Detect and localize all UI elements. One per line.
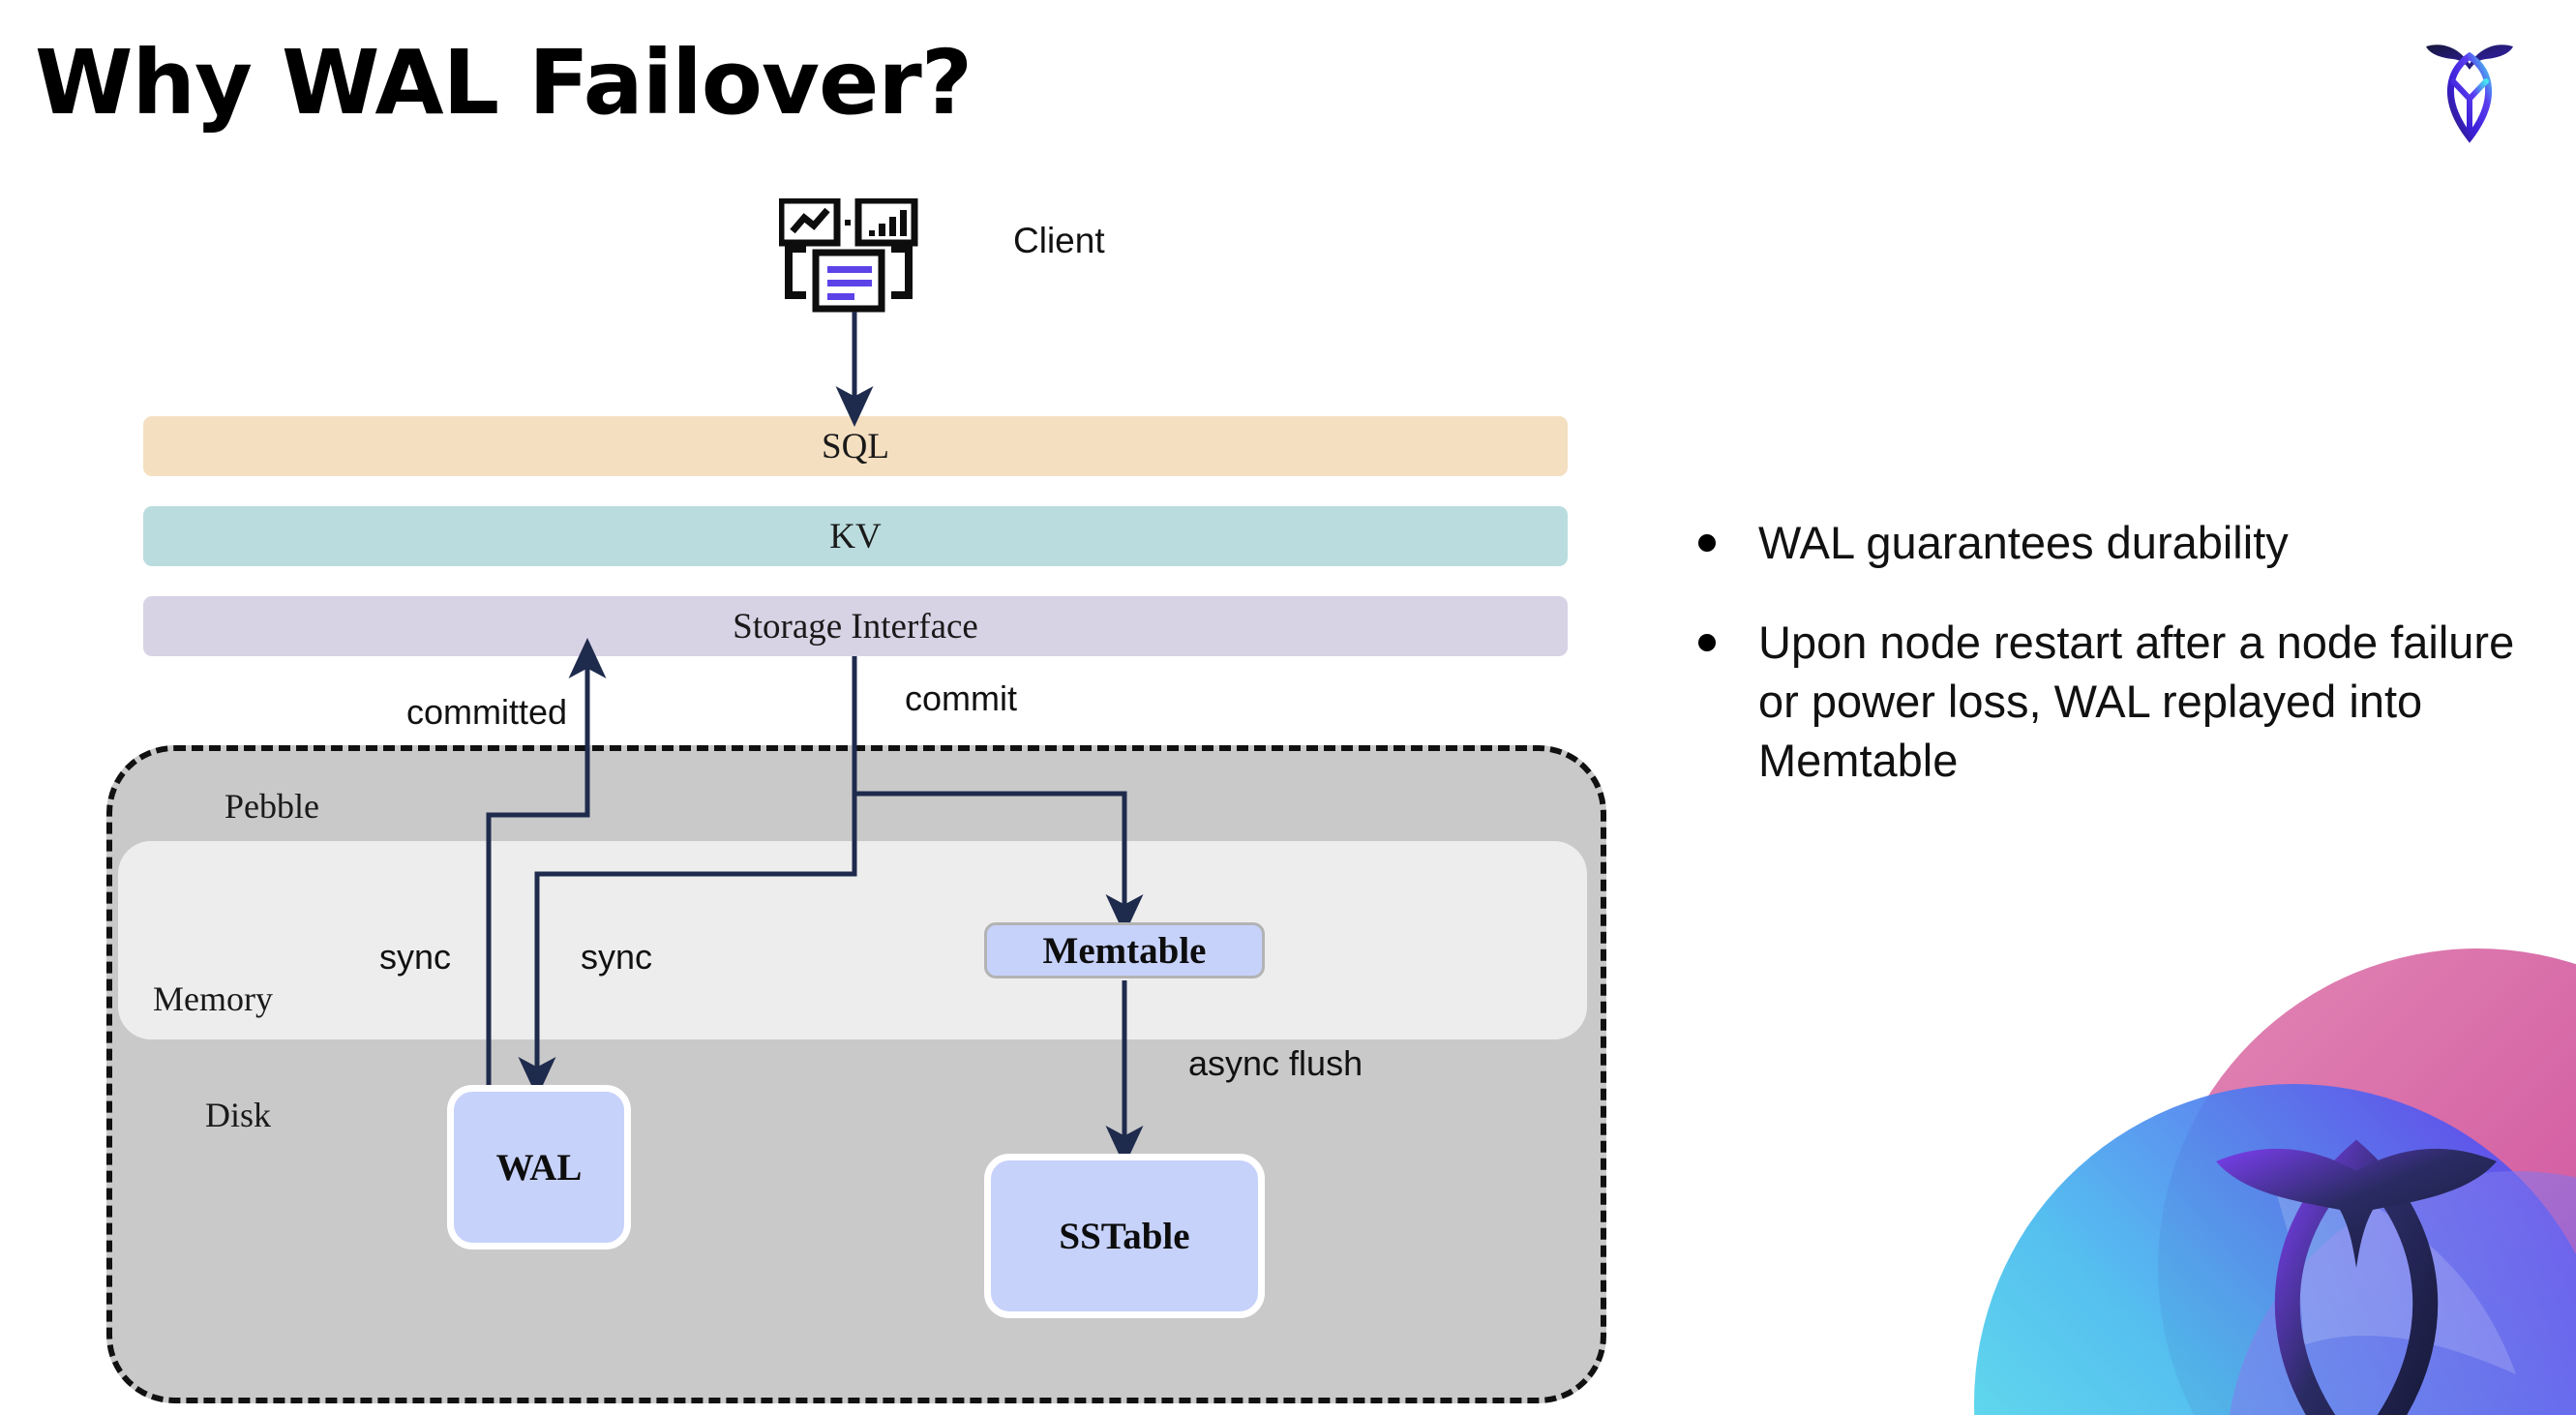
page-title: Why WAL Failover? [35,31,973,135]
client-monitoring-icon [777,196,929,315]
bullet-list: WAL guarantees durability Upon node rest… [1698,513,2550,830]
bullet-dot-icon [1698,634,1716,652]
edge-label-sync-1: sync [379,937,452,977]
list-item: WAL guarantees durability [1698,513,2550,572]
disk-label: Disk [205,1096,272,1134]
layer-bar-kv: KV [143,506,1568,566]
bullet-text: WAL guarantees durability [1758,517,2289,568]
layer-label-sql: SQL [822,426,889,467]
edge-label-async-flush: async flush [1188,1043,1363,1083]
memory-label: Memory [153,979,273,1018]
node-label-sstable: SSTable [1059,1215,1190,1257]
pebble-label: Pebble [225,787,319,826]
cockroachdb-logo [2416,29,2523,145]
node-label-wal: WAL [495,1146,583,1189]
node-sstable: SSTable [984,1154,1265,1318]
edge-label-sync-2: sync [581,937,653,977]
layer-bar-storage-interface: Storage Interface [143,596,1568,656]
edge-label-committed: committed [406,692,568,732]
bullet-text: Upon node restart after a node failure o… [1758,617,2515,787]
node-wal: WAL [447,1085,631,1249]
list-item: Upon node restart after a node failure o… [1698,613,2550,790]
layer-label-storage: Storage Interface [733,606,978,647]
edge-label-commit: commit [905,678,1017,718]
layer-label-kv: KV [829,516,882,557]
architecture-diagram: Client SQL KV Storage Interface Pebble M… [106,196,1606,1403]
client-label: Client [1013,221,1105,260]
diagram-edges [486,312,1144,1166]
decorative-circles-artwork [1974,919,2576,1415]
node-label-memtable: Memtable [1042,929,1207,972]
node-memtable: Memtable [984,922,1265,978]
bullet-dot-icon [1698,534,1716,552]
